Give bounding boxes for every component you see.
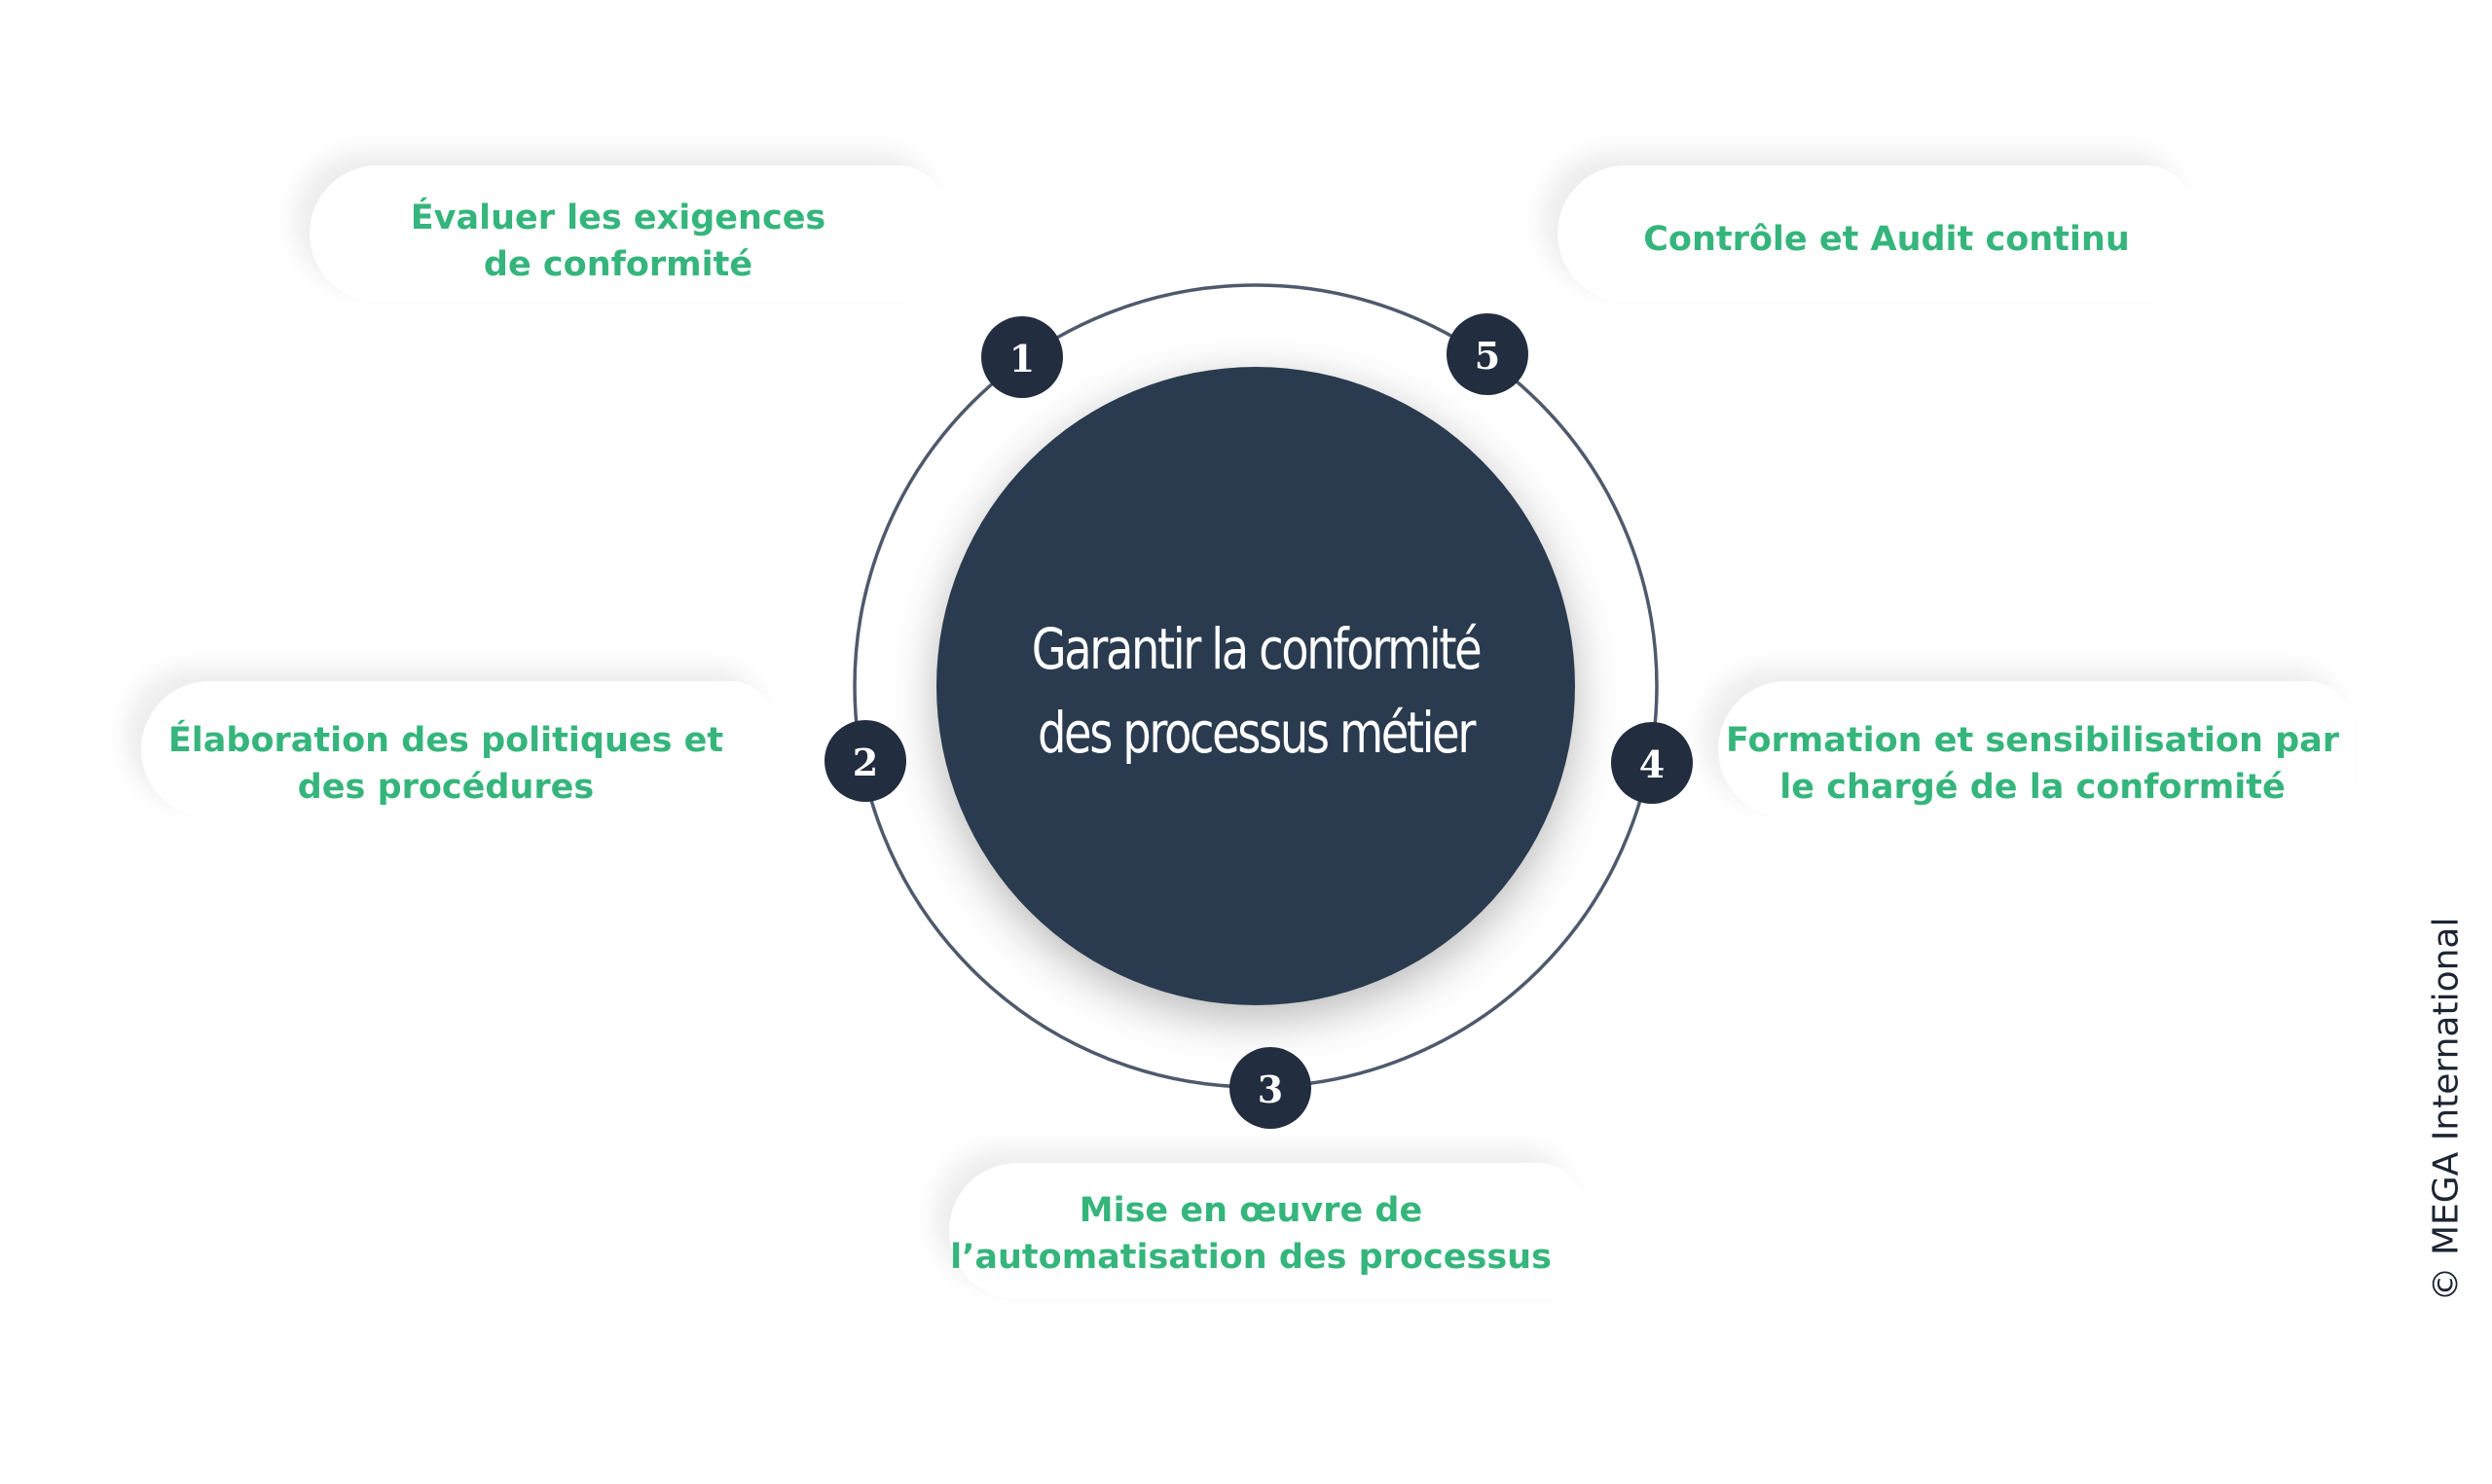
- step-1-badge: 1: [981, 316, 1063, 398]
- step-2-card: [141, 681, 776, 817]
- step-4-label: Formation et sensibilisation par le char…: [1726, 717, 2339, 811]
- step-4-label-line-1: Formation et sensibilisation par: [1725, 721, 2340, 760]
- step-5-label: Contrôle et Audit continu: [1643, 216, 2130, 263]
- step-2-label-line-1: Élaboration des politiques et: [167, 721, 724, 760]
- center-title-line-1: Garantir la conformité: [1031, 616, 1483, 682]
- step-4-label-line-2: le chargé de la conformité: [1779, 768, 2286, 807]
- step-1-number: 1: [1009, 337, 1035, 380]
- step-2-label-line-2: des procédures: [297, 768, 595, 807]
- step-5-number: 5: [1475, 334, 1500, 378]
- step-1-label-line-1: Évaluer les exigences: [410, 199, 826, 237]
- step-5-label-line-1: Contrôle et Audit continu: [1643, 220, 2130, 259]
- step-1-label-line-2: de conformité: [483, 245, 753, 284]
- step-5-card: [1558, 165, 2192, 302]
- step-3-label-line-2: l’automatisation des processus: [950, 1238, 1552, 1277]
- step-4-card: [1718, 681, 2353, 817]
- step-2-number: 2: [853, 741, 878, 784]
- copyright-notice: © MEGA International: [2426, 917, 2467, 1302]
- step-3-card: [949, 1163, 1584, 1299]
- step-2-badge: 2: [825, 720, 906, 802]
- center-circle: [936, 367, 1575, 1005]
- step-5-badge: 5: [1447, 313, 1528, 395]
- step-1-label: Évaluer les exigences de conformité: [411, 195, 826, 288]
- step-3-label: Mise en œuvre de l’automatisation des pr…: [950, 1187, 1552, 1281]
- step-4-number: 4: [1639, 742, 1665, 786]
- step-4-badge: 4: [1611, 722, 1693, 804]
- center-title-line-2: des processus métier: [1037, 700, 1476, 766]
- step-1-card: [310, 165, 944, 302]
- step-3-number: 3: [1258, 1068, 1283, 1111]
- step-3-badge: 3: [1229, 1047, 1311, 1129]
- center-title: Garantir la conformité des processus mét…: [1031, 607, 1483, 775]
- step-3-label-line-1: Mise en œuvre de: [1079, 1191, 1423, 1230]
- step-2-label: Élaboration des politiques et des procéd…: [168, 717, 723, 811]
